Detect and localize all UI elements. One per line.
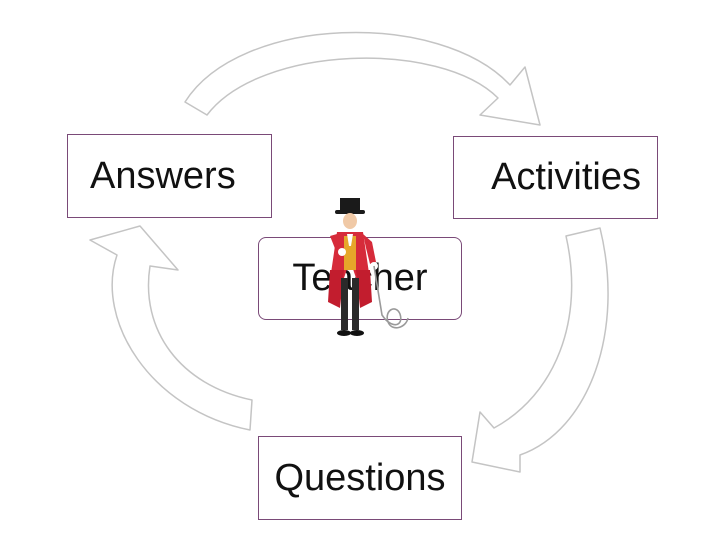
arrow-answers-to-activities [184, 31, 541, 126]
questions-label: Questions [274, 456, 446, 499]
arrow-questions-to-answers [89, 225, 253, 431]
answers-box: Answers [67, 134, 272, 218]
answers-label: Answers [90, 154, 236, 197]
activities-box: Activities [453, 136, 658, 219]
arrow-activities-to-questions [471, 227, 609, 473]
activities-label: Activities [491, 156, 641, 198]
ringmaster-figure [328, 198, 409, 336]
questions-box: Questions [258, 436, 462, 520]
